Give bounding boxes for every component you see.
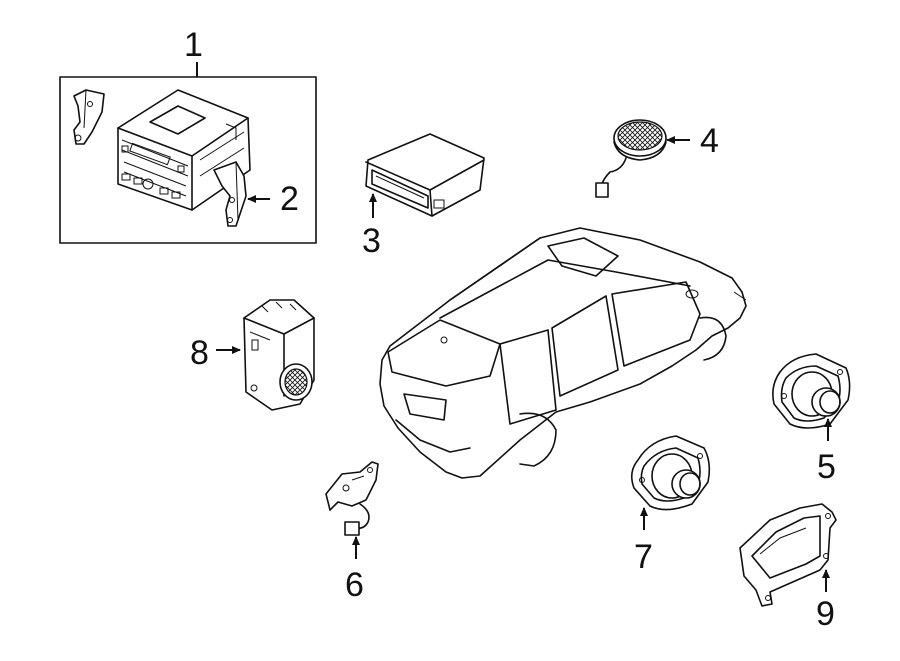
callout-4: 4 <box>700 122 719 160</box>
callout-2: 2 <box>280 180 299 218</box>
callout-3: 3 <box>362 222 381 260</box>
door-speaker-rear <box>630 435 711 530</box>
radio-receiver <box>117 89 251 211</box>
callout-5: 5 <box>817 448 836 486</box>
wire-harness <box>325 461 379 559</box>
callout-7: 7 <box>634 538 653 576</box>
callout-6: 6 <box>345 566 364 604</box>
callout-1: 1 <box>184 26 203 64</box>
tweeter-speaker <box>595 119 690 198</box>
callout-box <box>59 76 317 244</box>
subwoofer-enclosure <box>216 299 315 411</box>
speaker-bracket <box>739 503 837 607</box>
radio-receiver-group <box>59 62 317 244</box>
callout-8: 8 <box>190 334 209 372</box>
mounting-bracket-right <box>213 161 247 227</box>
minivan-illustration <box>379 227 747 479</box>
door-speaker-front <box>772 353 851 441</box>
radio-housing-pocket <box>365 133 485 218</box>
callout-9: 9 <box>816 595 835 633</box>
mounting-bracket-left <box>73 89 105 145</box>
